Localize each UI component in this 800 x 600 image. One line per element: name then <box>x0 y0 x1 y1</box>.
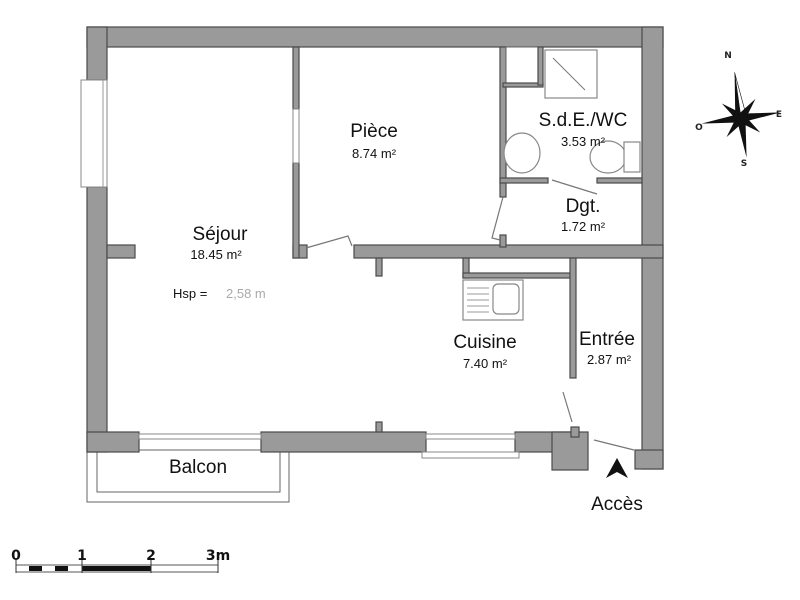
room-area-cuisine: 7.40 m² <box>463 356 508 371</box>
ceiling-height-value: 2,58 m <box>226 286 266 301</box>
room-name-entree: Entrée <box>579 329 635 350</box>
scale-tick-2: 2 <box>146 548 156 564</box>
compass-south: S <box>741 159 747 169</box>
room-area-piece: 8.74 m² <box>352 146 397 161</box>
doors <box>305 179 635 451</box>
room-name-cuisine: Cuisine <box>453 332 516 353</box>
scale-tick-3m: 3m <box>206 548 230 564</box>
balcony <box>86 449 290 503</box>
compass-north: N <box>724 51 732 61</box>
room-area-entree: 2.87 m² <box>587 352 632 367</box>
compass-west: O <box>695 123 703 133</box>
room-name-piece: Pièce <box>350 121 398 142</box>
scale-bar: 0 1 2 3m <box>11 548 230 573</box>
windows <box>80 79 520 459</box>
compass-east: E <box>776 110 782 120</box>
ceiling-height-label: Hsp = <box>173 286 207 301</box>
access-label: Accès <box>591 494 643 515</box>
room-name-balcon: Balcon <box>169 457 227 478</box>
scale-tick-1: 1 <box>77 548 87 564</box>
scale-tick-0: 0 <box>11 548 21 564</box>
fixtures <box>462 49 641 321</box>
room-area-sde-wc: 3.53 m² <box>561 134 606 149</box>
room-area-sejour: 18.45 m² <box>190 247 242 262</box>
room-name-sejour: Séjour <box>193 224 249 245</box>
compass-rose-icon: N E S O <box>695 51 782 169</box>
room-name-dgt: Dgt. <box>566 196 601 217</box>
sink-icon <box>503 132 541 174</box>
room-area-dgt: 1.72 m² <box>561 219 606 234</box>
room-labels: Séjour 18.45 m² Pièce 8.74 m² S.d.E./WC … <box>169 110 635 478</box>
room-name-sde-wc: S.d.E./WC <box>539 110 628 131</box>
access-arrow-icon <box>606 458 628 478</box>
walls <box>86 26 664 471</box>
shower-icon <box>544 49 598 99</box>
access-marker: Accès <box>591 458 643 515</box>
